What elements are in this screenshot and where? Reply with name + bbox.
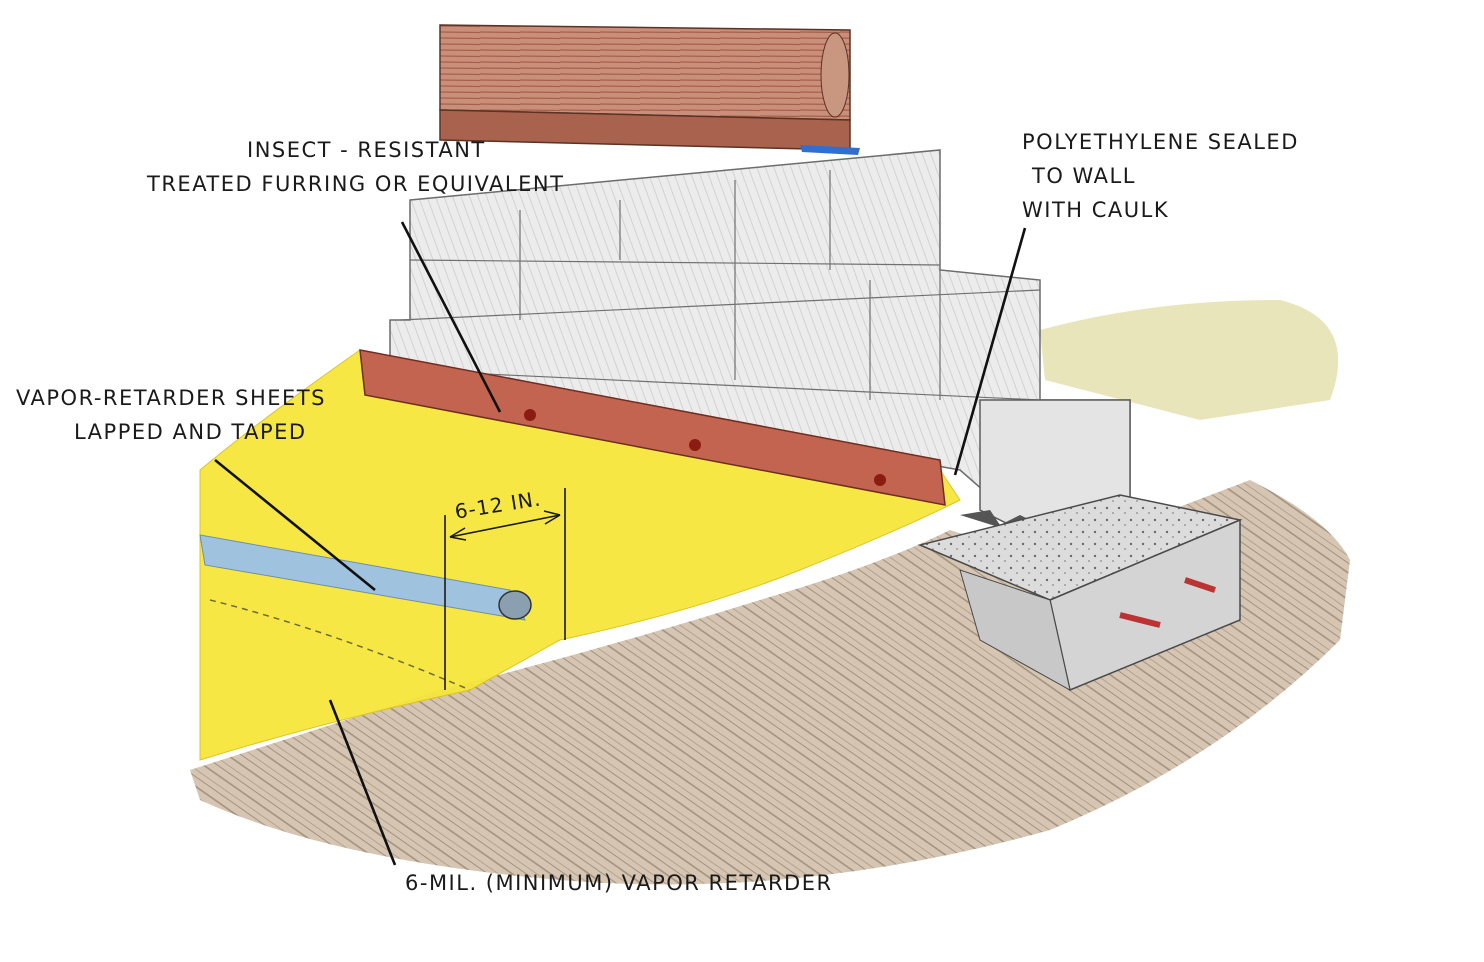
label-polyethylene: POLYETHYLENE SEALED TO WALL WITH CAULK [1022,125,1299,227]
leader-polyethylene [953,227,1027,476]
tape-strip [199,534,526,621]
grass-patch [1040,300,1339,420]
label-vapor-retarder-line: 6-MIL. (MINIMUM) VAPOR RETARDER [405,871,833,895]
leader-lines [214,221,1027,866]
furring-strip [359,349,946,506]
label-polyethylene-line-3: WITH CAULK [1022,198,1170,222]
wood-plate [439,24,860,155]
label-furring-line-2: TREATED FURRING OR EQUIVALENT [147,172,565,196]
leader-furring [400,221,502,413]
overlap-dimension [444,488,566,690]
concrete-footing [917,494,1243,692]
label-sheets-line-2: LAPPED AND TAPED [74,420,307,444]
label-furring-line-1: INSECT - RESISTANT [247,138,486,162]
label-vapor-retarder: 6-MIL. (MINIMUM) VAPOR RETARDER [405,866,833,900]
label-sheets: VAPOR-RETARDER SHEETS LAPPED AND TAPED [16,381,326,449]
tape-roll [498,590,532,620]
label-polyethylene-line-2: TO WALL [1032,164,1136,188]
leader-sheets [214,458,376,592]
label-furring: INSECT - RESISTANT TREATED FURRING OR EQ… [147,133,564,201]
label-polyethylene-line-1: POLYETHYLENE SEALED [1022,130,1299,154]
label-sheets-line-1: VAPOR-RETARDER SHEETS [16,386,326,410]
leader-retarder [328,699,397,866]
